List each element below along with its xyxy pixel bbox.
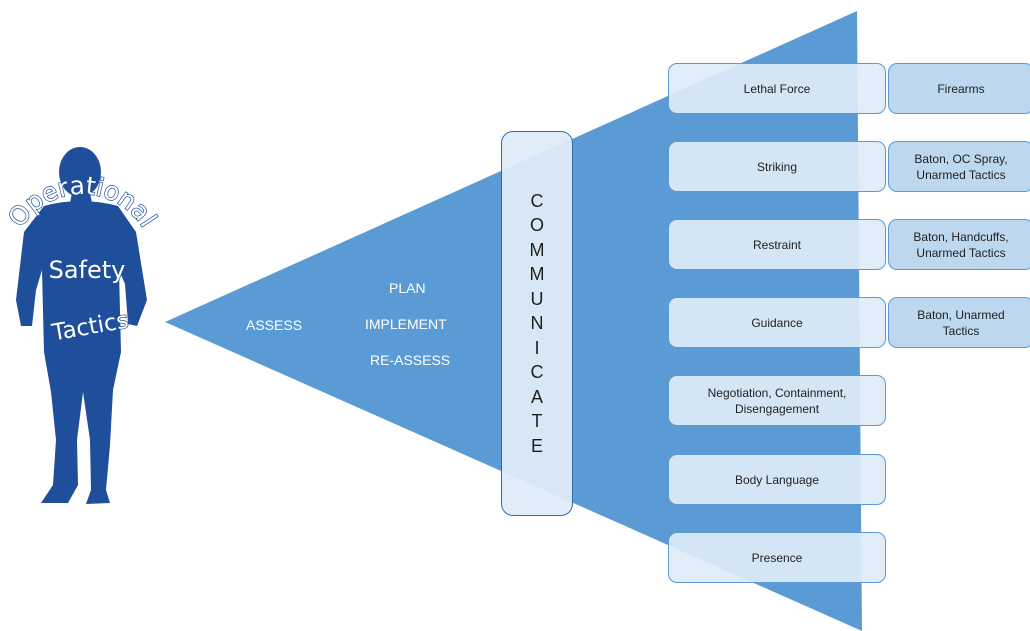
phase-assess: ASSESS <box>246 317 303 333</box>
phase-implement: IMPLEMENT <box>365 316 447 332</box>
communicate-letter: O <box>529 215 544 236</box>
communicate-letter: M <box>529 264 545 285</box>
logo-word-safety: Safety <box>49 256 126 284</box>
communicate-letter: A <box>530 386 543 407</box>
tools-firearms: Firearms <box>888 63 1030 114</box>
phase-reassess: RE-ASSESS <box>370 352 451 368</box>
communicate-box: C O M M U N I C A T E <box>501 131 573 516</box>
communicate-letter: N <box>530 313 544 334</box>
option-body-language: Body Language <box>668 454 886 505</box>
tools-restraint: Baton, Handcuffs, Unarmed Tactics <box>888 219 1030 270</box>
communicate-letter: C <box>530 190 544 211</box>
communicate-letter: M <box>529 239 545 260</box>
option-guidance: Guidance <box>668 297 886 348</box>
communicate-letter: E <box>530 435 543 456</box>
communicate-letter: I <box>534 337 540 358</box>
option-restraint: Restraint <box>668 219 886 270</box>
communicate-letter: U <box>530 288 544 309</box>
tools-striking: Baton, OC Spray, Unarmed Tactics <box>888 141 1030 192</box>
option-striking: Striking <box>668 141 886 192</box>
option-presence: Presence <box>668 532 886 583</box>
option-lethal-force: Lethal Force <box>668 63 886 114</box>
communicate-letter: C <box>530 362 544 383</box>
phase-plan: PLAN <box>389 280 426 296</box>
option-negotiation-containment-disengagement: Negotiation, Containment, Disengagement <box>668 375 886 426</box>
communicate-letter: T <box>531 411 543 432</box>
tools-guidance: Baton, Unarmed Tactics <box>888 297 1030 348</box>
officer-silhouette <box>16 147 147 504</box>
